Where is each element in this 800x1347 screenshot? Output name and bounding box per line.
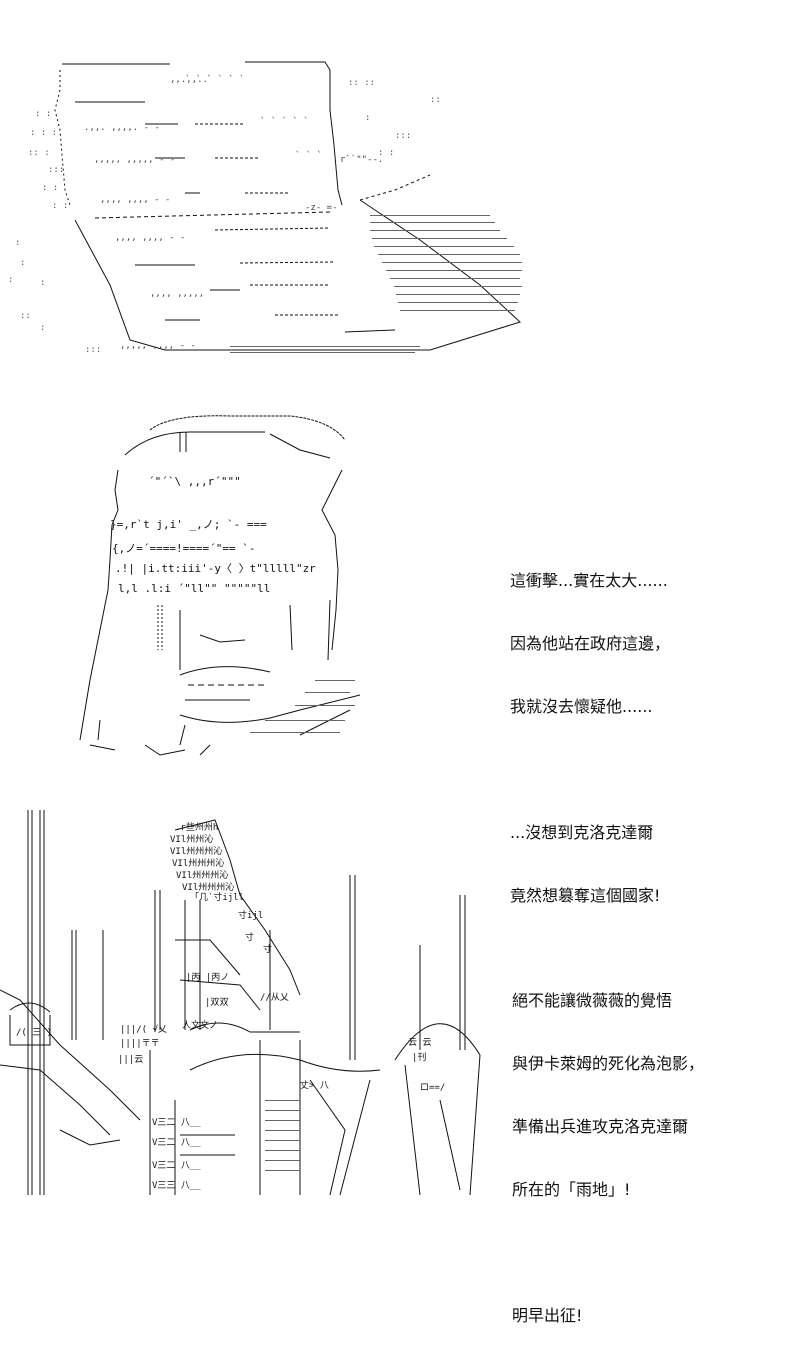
svg-text:.!| |i.tt:iii'-y〈 〉t"lllll"zr: .!| |i.tt:iii'-y〈 〉t"lllll"zr: [115, 562, 316, 575]
svg-text:||||〒〒: ||||〒〒: [120, 1039, 160, 1049]
svg-text:V三二 八__: V三二 八__: [152, 1161, 201, 1171]
caption-line: ...沒想到克洛克達爾: [510, 823, 654, 842]
svg-text::::: :::: [395, 131, 411, 141]
caption-bottom: 絕不能讓微薇薇的覺悟 與伊卡萊姆的死化為泡影， 準備出兵進攻克洛克達爾 所在的「…: [512, 948, 704, 1347]
panel-castle: .r些州州h VIl州州沁 VIl州州州沁 VIl州州州沁 VIl州州州沁 VI…: [0, 800, 500, 1200]
caption-line: 竟然想篡奪這個國家!: [510, 886, 661, 905]
caption-line: 我就沒去懷疑他......: [510, 697, 653, 716]
svg-text::: :: [20, 258, 25, 268]
svg-text::: :: [8, 275, 13, 285]
svg-text:::: ::: [430, 95, 441, 105]
svg-text::: ::: :: ::: [348, 78, 375, 88]
svg-text:.r些州州h: .r些州州h: [175, 821, 218, 833]
svg-text:{,ノ=´====!====´"== `-: {,ノ=´====!====´"== `-: [112, 542, 255, 555]
svg-text:}=,r`t j,i' _,ノ; `- ===: }=,r`t j,i' _,ノ; `- ===: [110, 518, 267, 531]
caption-line: 所在的「雨地」!: [512, 1180, 631, 1199]
caption-line: 絕不能讓微薇薇的覺悟: [512, 991, 673, 1010]
svg-text::: :: [40, 323, 45, 333]
svg-text:|刊: |刊: [412, 1051, 426, 1063]
caption-gap: [512, 1242, 704, 1263]
svg-text:: :: : :: [52, 201, 68, 211]
castle-sign: 文: [191, 1019, 200, 1031]
svg-text:::: ::: [20, 311, 31, 321]
svg-text:VIl州州州沁: VIl州州州沁: [176, 870, 228, 881]
panel-documents: .,,. ,,,,. - - ,,,,, ,,,,, - - ,,,, ,,,,…: [0, 50, 540, 370]
svg-text:,,,,, ,,,,, - -: ,,,,, ,,,,, - -: [94, 155, 175, 165]
svg-text:VIl州州州沁: VIl州州州沁: [172, 858, 224, 869]
svg-text:|||云: |||云: [118, 1055, 143, 1065]
caption-line: 與伊卡萊姆的死化為泡影，: [512, 1054, 705, 1073]
panel-character-face: ´"´`\ ,,,r´""" }=,r`t j,i' _,ノ; `- === {…: [70, 410, 390, 790]
svg-text::::: :::: [85, 345, 101, 355]
svg-text:,,,, ,,,, - -: ,,,, ,,,, - -: [115, 233, 185, 243]
documents-ascii-art: .,,. ,,,,. - - ,,,,, ,,,,, - - ,,,, ,,,,…: [8, 61, 522, 355]
svg-text:|双双: |双双: [205, 997, 228, 1008]
svg-text:寸: 寸: [263, 943, 272, 955]
castle-sign: 文: [200, 1019, 209, 1031]
svg-text:/( 三 ): /( 三 ): [16, 1028, 52, 1038]
svg-text:V三三 八__: V三三 八__: [152, 1181, 201, 1191]
svg-text:l,l .l:i ´"ll"" """""ll: l,l .l:i ´"ll"" """""ll: [118, 582, 270, 595]
svg-text:云 云: 云 云: [408, 1038, 431, 1048]
caption-line: 因為他站在政府這邊，: [510, 634, 671, 653]
character-ascii-art: ´"´`\ ,,,r´""" }=,r`t j,i' _,ノ; `- === {…: [79, 415, 361, 756]
castle-sign: 丙: [211, 972, 220, 983]
svg-text:VIl州州州沁: VIl州州州沁: [170, 846, 222, 857]
caption-gap: [510, 759, 670, 780]
svg-text:,,,,, ,,,, - -: ,,,,, ,,,, - -: [120, 341, 196, 351]
svg-text::: :: :: :: [28, 148, 50, 158]
svg-text:-z- =-: -z- =-: [305, 203, 338, 213]
svg-text:.,,. ,,,,. - -: .,,. ,,,,. - -: [84, 123, 160, 133]
svg-text:|丙 |丙ノ: |丙 |丙ノ: [186, 972, 229, 983]
caption-line: 明早出征!: [512, 1306, 583, 1325]
svg-text:r``""‐‐.: r``""‐‐.: [340, 154, 383, 165]
svg-text::: :: [365, 113, 370, 123]
svg-text:,,,, ,,,,,: ,,,, ,,,,,: [150, 289, 204, 299]
svg-text:丈> 八: 丈> 八: [300, 1080, 329, 1091]
caption-line: 這衝擊...實在太大......: [510, 571, 668, 590]
svg-text:V三二 八__: V三二 八__: [152, 1138, 201, 1148]
svg-text:: :: : :: [35, 109, 51, 119]
castle-sign: 云: [422, 1038, 431, 1048]
svg-text:V三二 八__: V三二 八__: [152, 1118, 201, 1128]
svg-text:` ` `: ` ` `: [295, 150, 322, 161]
castle-sign: 云: [408, 1038, 417, 1048]
castle-sign: 刊: [417, 1051, 426, 1063]
svg-text:,,,, ,,,, - -: ,,,, ,,,, - -: [100, 195, 170, 205]
castle-sign: 丙: [191, 972, 200, 983]
svg-text:寸: 寸: [245, 931, 254, 943]
castle-ascii-art: .r些州州h VIl州州沁 VIl州州州沁 VIl州州州沁 VIl州州州沁 VI…: [0, 810, 481, 1196]
svg-text:: :: : :: [42, 183, 58, 193]
svg-text:VIl州州沁: VIl州州沁: [170, 834, 213, 845]
svg-text:VIl州州州沁: VIl州州州沁: [182, 882, 234, 893]
svg-text://从乂: //从乂: [260, 992, 289, 1003]
caption-line: 準備出兵進攻克洛克達爾: [512, 1117, 689, 1136]
castle-sign: 双: [210, 997, 219, 1008]
svg-text:: :: : :: [378, 148, 394, 158]
svg-text:ロ==/: ロ==/: [420, 1083, 445, 1093]
svg-text:|||/( √乂: |||/( √乂: [120, 1024, 167, 1035]
svg-text:寸ijl: 寸ijl: [238, 909, 263, 921]
svg-text:: : :: : : :: [30, 128, 57, 138]
caption-middle: 這衝擊...實在太大...... 因為他站在政府這邊， 我就沒去懷疑他.....…: [510, 528, 670, 927]
svg-text::::: :::: [48, 165, 64, 175]
svg-text::: :: [15, 238, 20, 248]
svg-text:「几`寸ijll: 「几`寸ijll: [190, 891, 244, 903]
svg-text:` ` ` ` ` `: ` ` ` ` ` `: [185, 74, 245, 85]
svg-text:人文文ノ: 人文文ノ: [182, 1019, 218, 1031]
castle-sign: 双: [219, 997, 228, 1008]
svg-text:,,.,,..: ,,.,,..: [170, 75, 208, 85]
svg-text:` ` ` ` `: ` ` ` ` `: [260, 116, 309, 127]
svg-text:´"´`\ ,,,r´""": ´"´`\ ,,,r´""": [148, 475, 241, 488]
svg-text::: :: [40, 278, 45, 288]
